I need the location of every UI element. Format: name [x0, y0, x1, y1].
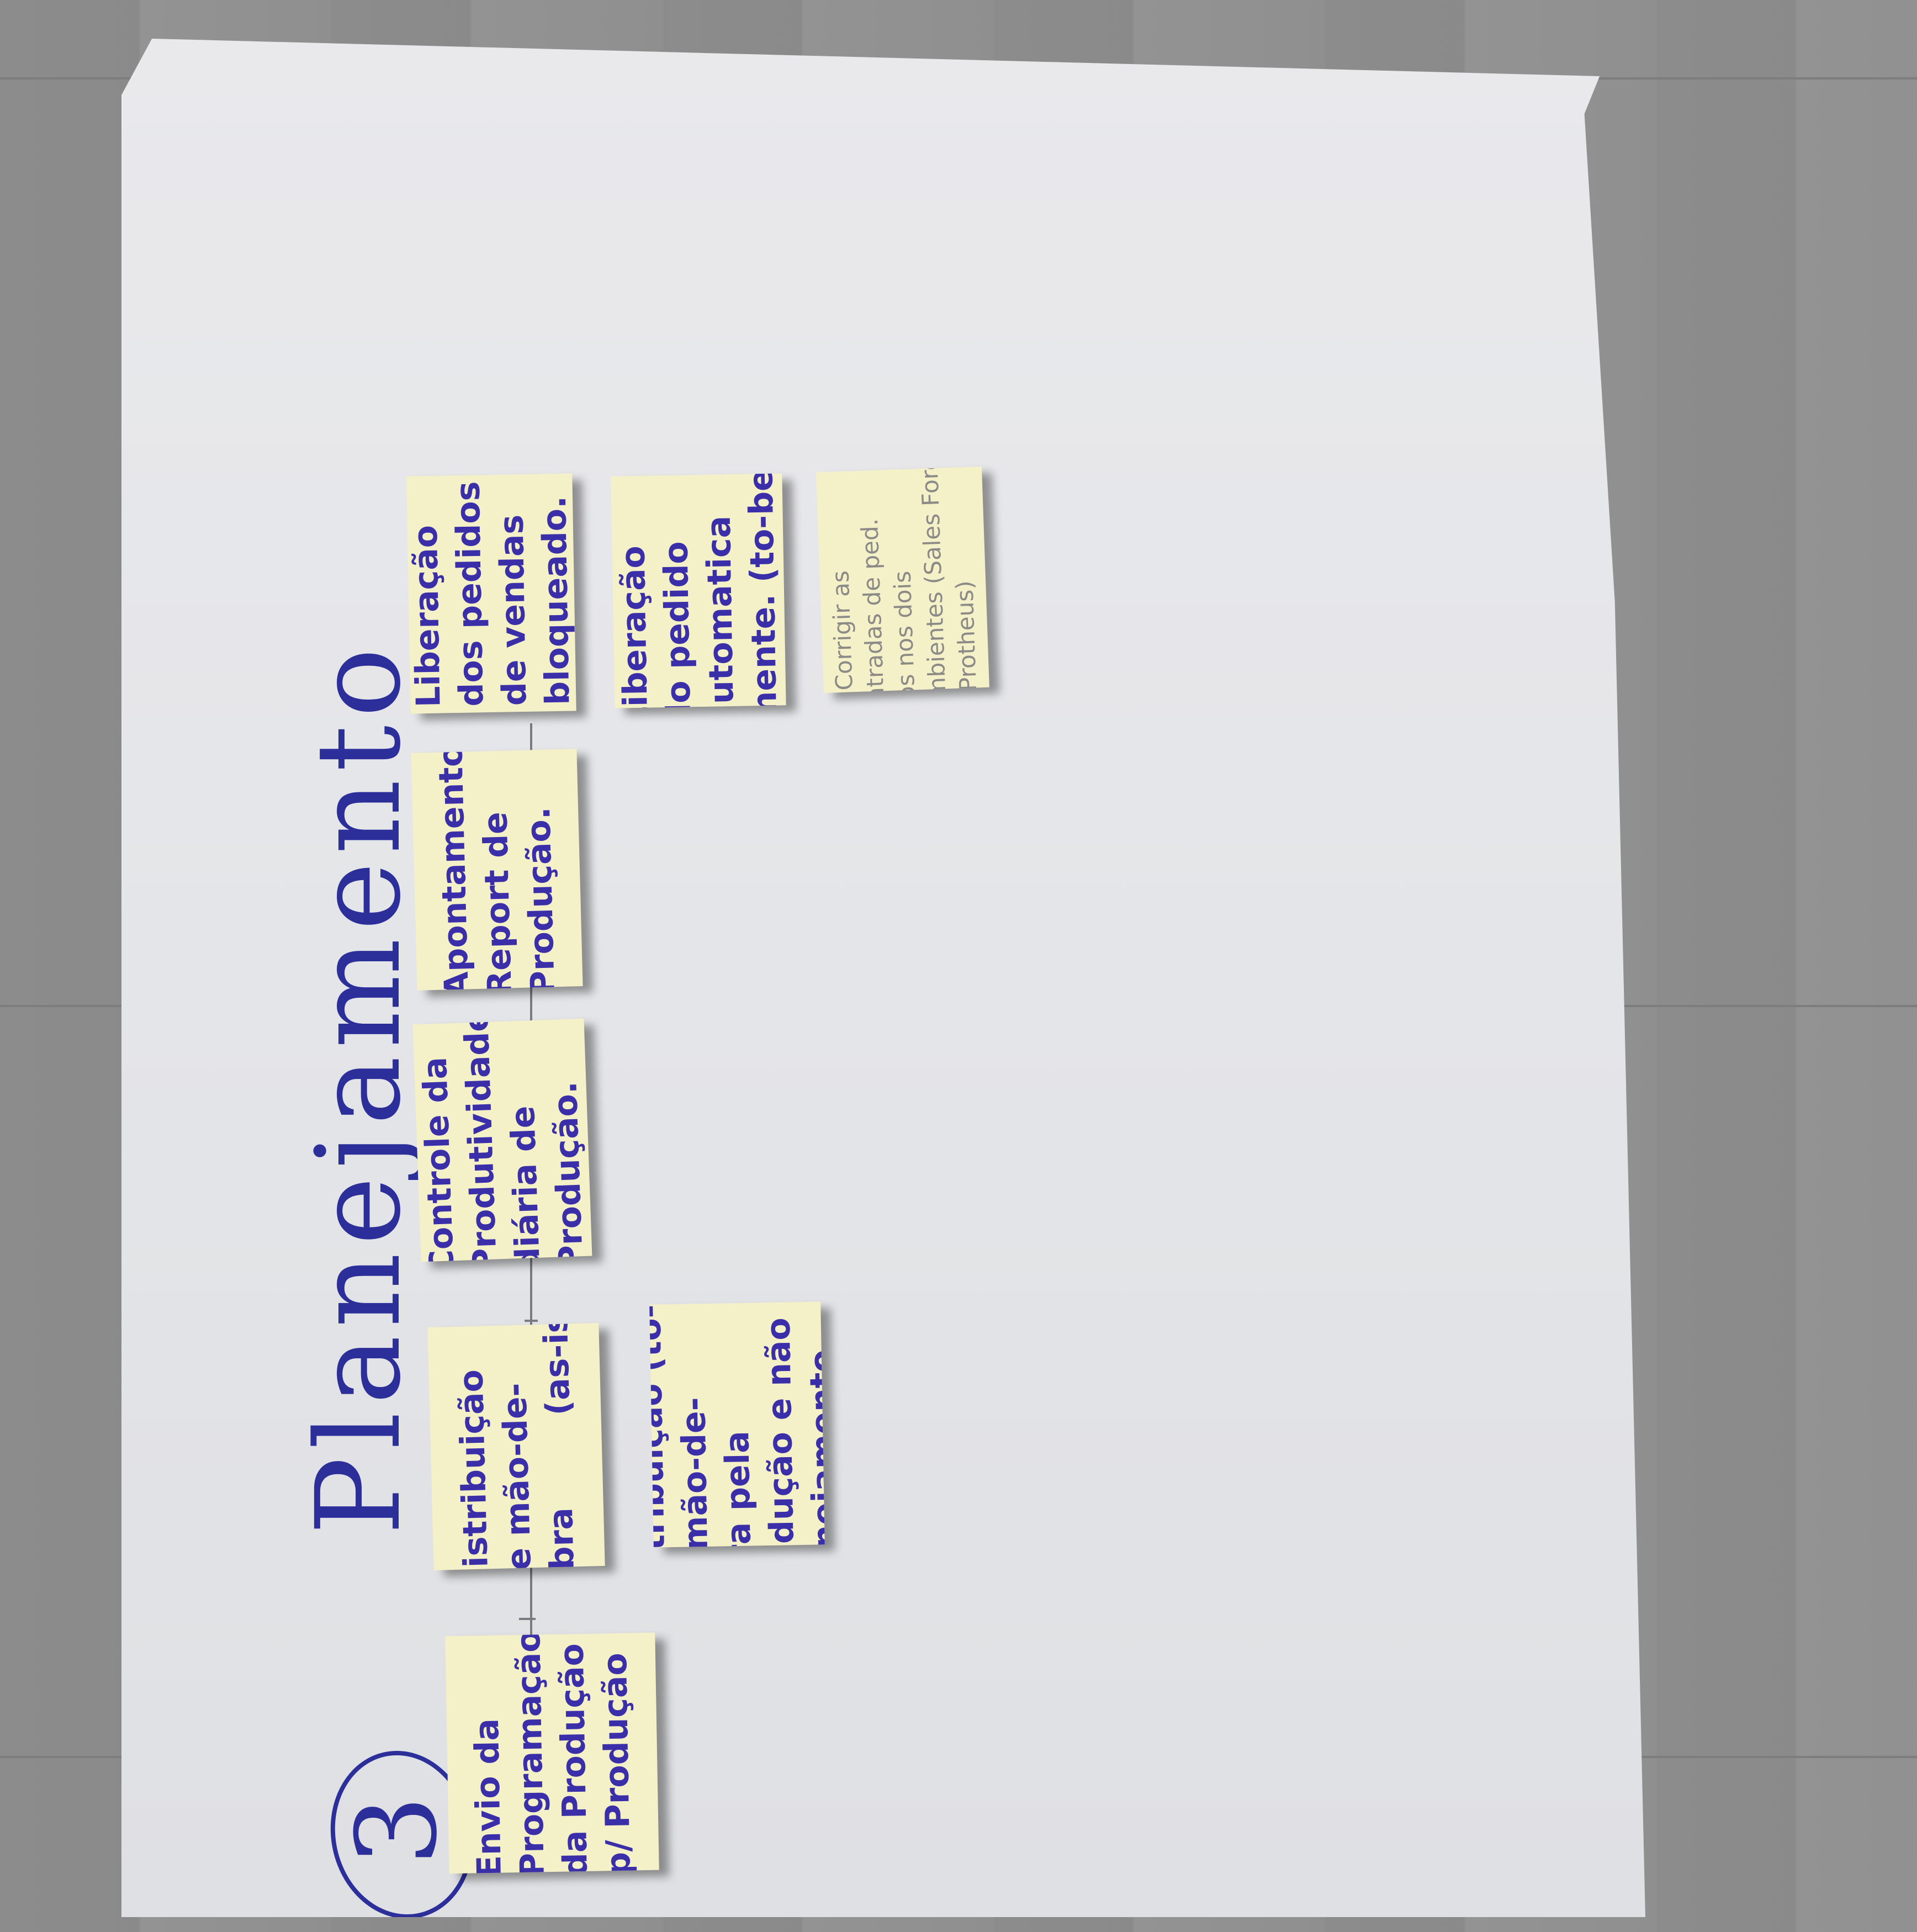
note-text: Distribuição (to-be) de mão-de- obra pel… — [649, 1301, 825, 1548]
sticky-note-envio: Envio da Programação da Produção p/ Prod… — [445, 1632, 659, 1874]
note-text: Controle da Produtividade diária de Prod… — [415, 1018, 591, 1262]
note-text: Distribuição de mão-de- obra (as-is) — [452, 1323, 582, 1570]
note-text: Liberação do pedido automatica mente. (t… — [613, 473, 785, 708]
note-text: Envio da Programação da Produção p/ Prod… — [467, 1632, 638, 1874]
note-text: # Corrigir as entradas de ped. dos nos d… — [827, 466, 982, 694]
board-title: Planejamento — [291, 640, 426, 1535]
sticky-note-distribuicao-to-be: Distribuição (to-be) de mão-de- obra pel… — [649, 1301, 825, 1548]
sticky-note-distribuicao-as-is: Distribuição de mão-de- obra (as-is) — [427, 1323, 605, 1570]
paper-sheet: 3 Planejamento Envio da Programação da P… — [121, 39, 1645, 1917]
note-text: Liberação dos pedidos de vendas bloquead… — [406, 481, 576, 708]
sticky-note-corrigir: # Corrigir as entradas de ped. dos nos d… — [816, 466, 989, 694]
sticky-note-controle: Controle da Produtividade diária de Prod… — [412, 1018, 592, 1262]
sticky-note-liberacao-pedidos: Liberação dos pedidos de vendas bloquead… — [406, 473, 576, 714]
sticky-note-apontamento: Apontamento Report de Produção. — [411, 749, 583, 991]
connector-tick — [525, 1320, 538, 1322]
connector-tick — [519, 1618, 536, 1620]
note-text: Apontamento Report de Produção. — [431, 749, 563, 991]
sticky-note-liberacao-automatica: Liberação do pedido automatica mente. (t… — [611, 473, 786, 708]
